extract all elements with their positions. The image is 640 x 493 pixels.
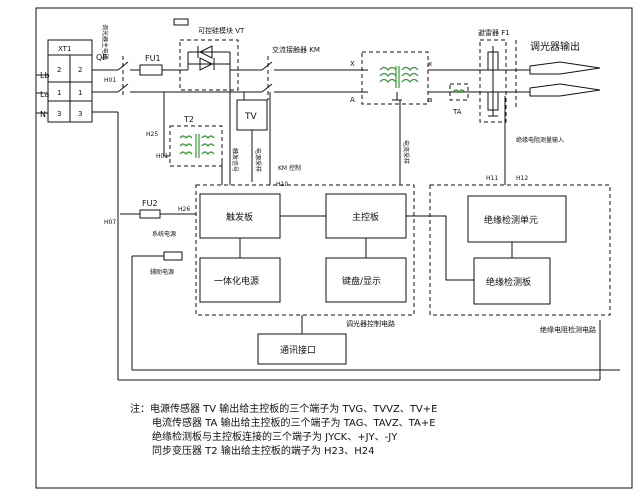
fu2-fuse [139, 209, 161, 219]
t2-label: T2 [183, 115, 194, 124]
arrester-f1 [479, 39, 507, 123]
line-la-label: La [40, 90, 49, 99]
integrated-power-label: 一体化电源 [214, 275, 259, 287]
keypad-display [325, 257, 407, 303]
arrester-label: 避雷器 F1 [478, 28, 510, 37]
fu1-label: FU1 [145, 54, 161, 63]
a-right-label: a [428, 96, 432, 104]
comm-port [257, 333, 347, 365]
insul-board-label: 绝缘检测板 [486, 276, 531, 288]
dimmer-ctrl-label: 调光器控制电路 [346, 319, 395, 328]
h01-mid-label: H01 [156, 153, 168, 160]
x-left-label: X [350, 60, 355, 68]
note-line-2: 电流传感器 TA 输出给主控板的三个端子为 TAG、TAVZ、TA+E [152, 416, 436, 429]
main-board-label: 主控板 [352, 211, 379, 223]
scr-label: 可控硅模块 VT [198, 26, 245, 35]
note-line-3: 绝缘检测板与主控板连接的三个端子为 JYCK、+JY、-JY [152, 430, 398, 443]
current-sample-label: 电流采样 [402, 140, 410, 164]
scr-module-vt [179, 39, 239, 91]
qf-label: QF [96, 53, 107, 62]
insul-input-label: 绝缘电阻测量输入 [516, 136, 564, 144]
current-transformer-ta [449, 83, 469, 101]
contactor-label: 交流接触器 KM [272, 45, 320, 54]
outer-frame [35, 7, 633, 489]
xt1-row2-right: 1 [78, 89, 82, 97]
output-label: 调光器输出 [530, 40, 580, 53]
main-power-wires [92, 56, 601, 381]
trigger-signal-label: 触发信号 [231, 148, 239, 172]
km-control-label: KM 控制 [278, 164, 301, 172]
xt1-row3-left: 3 [57, 110, 61, 118]
fu2-label: FU2 [142, 199, 158, 208]
insul-board [473, 257, 551, 305]
insul-circuit-frame [429, 184, 611, 316]
aux-fuse [163, 251, 183, 261]
h11-label: H11 [486, 175, 498, 182]
power-sample-label: 电源采样 [254, 148, 262, 172]
insul-circuit-label: 绝缘电阻检测电路 [540, 325, 596, 334]
sync-transformer-t2 [169, 125, 223, 167]
indicator-lamp [173, 18, 189, 26]
main-insul-link [406, 215, 474, 281]
note-line-1: 注：电源传感器 TV 输出给主控板的三个端子为 TVG、TVVZ、TV+E [130, 402, 437, 415]
contactor-km [261, 56, 368, 100]
h12-label: H12 [516, 175, 528, 182]
tv-label: TV [244, 112, 257, 122]
terminal-block-xt1: XT1 2 2 1 1 3 3 [47, 39, 93, 123]
x-right-label: x [428, 60, 432, 68]
a-left-label: A [350, 96, 355, 104]
trigger-board-label: 触发板 [226, 211, 253, 223]
tv-sensor [236, 99, 268, 131]
note-line-4: 同步变压器 T2 输出给主控板的端子为 H23、H24 [152, 444, 375, 457]
xt1-row1-left: 2 [57, 66, 61, 74]
xt1-label: XT1 [58, 45, 71, 53]
h26-label: H26 [178, 206, 190, 213]
comm-port-label: 通讯接口 [280, 344, 316, 356]
ta-label: TA [452, 108, 462, 116]
h01-top-label: H01 [104, 77, 116, 84]
h25-label: H25 [146, 131, 158, 138]
xt1-row2-left: 1 [57, 89, 61, 97]
sys-power-label: 系统电源 [152, 230, 176, 238]
insul-unit [467, 195, 567, 243]
keypad-display-label: 键盘/显示 [342, 275, 381, 287]
insul-unit-label: 绝缘检测单元 [484, 214, 538, 226]
output-transformer [361, 51, 429, 105]
line-n-label: N [40, 110, 46, 119]
trigger-board [199, 193, 281, 239]
h07-label: H07 [104, 219, 116, 226]
dimmer-ctrl-frame [195, 184, 415, 316]
output-plugs [515, 40, 601, 110]
aux-power-label: 辅助电源 [150, 268, 174, 276]
dimmer-breaker-label: 调光器主电路 [101, 24, 109, 60]
xt1-row3-right: 3 [78, 110, 82, 118]
xt1-row1-right: 2 [78, 66, 82, 74]
